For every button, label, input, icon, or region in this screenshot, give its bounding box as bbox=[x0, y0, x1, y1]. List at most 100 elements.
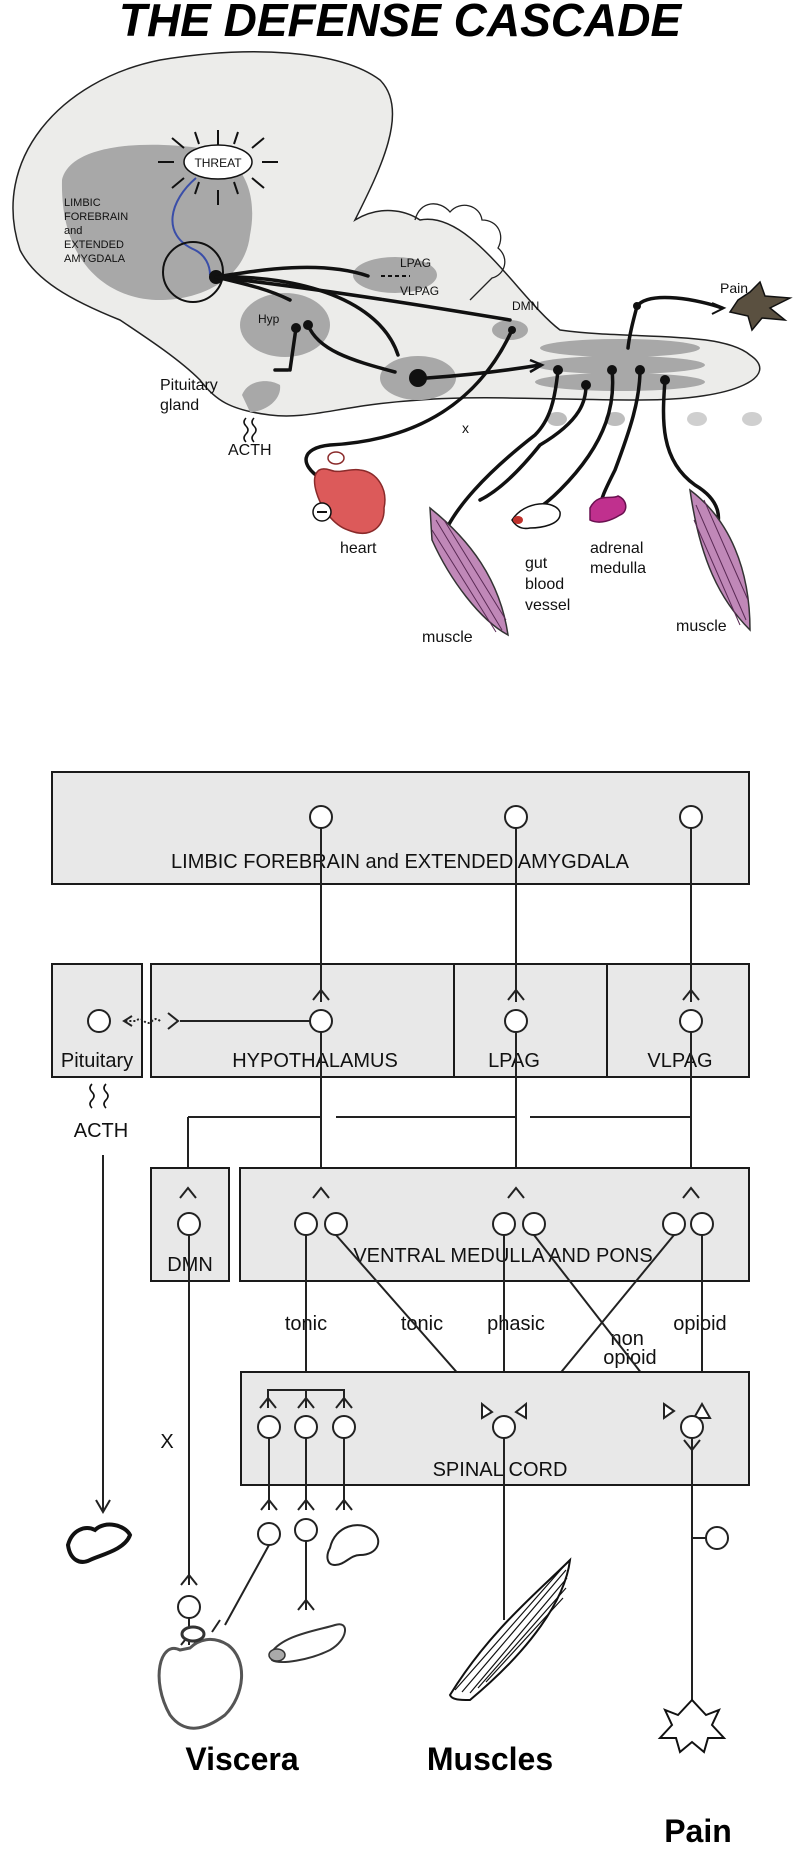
pituitary-box-label: Pituitary bbox=[61, 1050, 133, 1072]
figure-title: THE DEFENSE CASCADE bbox=[119, 0, 683, 46]
spinal-node-2 bbox=[294, 1415, 318, 1439]
amygdala-to-pag bbox=[214, 265, 370, 279]
spinal-branch-bus bbox=[259, 1389, 353, 1409]
limbic-box-label: LIMBIC FOREBRAIN and EXTENDED AMYGDALA bbox=[171, 851, 630, 873]
muscle-outline-icon bbox=[448, 1557, 572, 1702]
adrenal-icon bbox=[589, 495, 627, 523]
amygdala-to-dmn bbox=[214, 275, 512, 322]
heart-icon bbox=[313, 468, 386, 534]
spinal-node-5 bbox=[680, 1415, 704, 1439]
pituitary-region bbox=[242, 381, 281, 412]
spinal-segment-1 bbox=[540, 339, 700, 357]
limbic-node-3 bbox=[679, 805, 703, 829]
amygdala-node bbox=[162, 241, 224, 303]
pain-receptor-outline bbox=[657, 1698, 727, 1754]
heart-outline-vessel bbox=[180, 1625, 206, 1643]
vlpag-label: VLPAG bbox=[400, 284, 439, 298]
vagal-ganglion-node bbox=[177, 1595, 201, 1619]
muscle-left-label: muscle bbox=[422, 629, 473, 646]
gut-label: gut blood vessel bbox=[525, 555, 570, 614]
opioid-terminals bbox=[663, 1401, 712, 1420]
muscle-fibers bbox=[454, 1564, 568, 1694]
acth-release-squiggles bbox=[243, 417, 257, 443]
medulla-arrowhead bbox=[529, 358, 545, 374]
amygdala-to-medulla bbox=[214, 275, 400, 357]
opioid-label: opioid bbox=[673, 1313, 726, 1335]
heart-label: heart bbox=[340, 540, 377, 557]
lpag-box bbox=[453, 963, 608, 1078]
sympathetic-wire-1 bbox=[260, 1438, 278, 1511]
medulla-node-3 bbox=[492, 1212, 516, 1236]
viscera-label: Viscera bbox=[185, 1741, 299, 1777]
brain-anatomy-panel: THREAT LIMBIC FOREBRAIN and EXTENDED AMY… bbox=[12, 51, 793, 646]
limbic-node-2 bbox=[504, 805, 528, 829]
vlpag-box-label: VLPAG bbox=[647, 1050, 712, 1072]
hyp-label: Hyp bbox=[258, 312, 280, 326]
ganglion-node-1 bbox=[257, 1522, 281, 1546]
lpag-box-label: LPAG bbox=[488, 1050, 540, 1072]
sympathetic-wire-2 bbox=[297, 1438, 315, 1511]
threat-label: THREAT bbox=[194, 156, 242, 170]
spinal-node-1 bbox=[257, 1415, 281, 1439]
cerebellum-outline bbox=[414, 203, 506, 301]
pituitary-wavy-link bbox=[126, 1018, 161, 1024]
ganglion-2 bbox=[605, 412, 625, 426]
spinal-segment-2 bbox=[535, 356, 705, 374]
acth-arrow bbox=[95, 1155, 111, 1514]
dmn-node bbox=[177, 1212, 201, 1236]
schematic-panel: LIMBIC FOREBRAIN and EXTENDED AMYGDALA P… bbox=[51, 771, 750, 1849]
medulla-node-4 bbox=[522, 1212, 546, 1236]
ganglion-1 bbox=[547, 412, 567, 426]
medulla-node-5 bbox=[662, 1212, 686, 1236]
lpag-node bbox=[504, 1009, 528, 1033]
adrenal-outline-icon bbox=[65, 1522, 133, 1564]
gut-highlight bbox=[513, 516, 523, 524]
brain-outline bbox=[12, 51, 761, 417]
hyp-to-medulla bbox=[306, 323, 397, 374]
sympathetic-wire-3 bbox=[335, 1438, 353, 1511]
gut-outline-icon bbox=[268, 1623, 346, 1663]
pain-receptor-icon bbox=[728, 280, 793, 332]
limbic-to-lpag-wire bbox=[507, 828, 525, 1002]
ganglion-4 bbox=[742, 412, 762, 426]
horizontal-bus bbox=[187, 1116, 691, 1150]
pain-label-top: Pain bbox=[720, 280, 748, 296]
x-mark-top: x bbox=[462, 420, 469, 436]
acth-label: ACTH bbox=[74, 1120, 128, 1142]
phasic-label: phasic bbox=[487, 1313, 545, 1335]
x-mark-bottom: X bbox=[160, 1431, 173, 1453]
ganglion-to-gut bbox=[297, 1541, 315, 1611]
limbic-box bbox=[51, 771, 750, 885]
vlpag-node bbox=[679, 1009, 703, 1033]
muscle-left-icon bbox=[429, 506, 509, 637]
acth-label-top: ACTH bbox=[228, 442, 272, 459]
dmn-label: DMN bbox=[512, 299, 539, 313]
ganglion-node-2 bbox=[294, 1518, 318, 1542]
pain-afferent-wire bbox=[683, 1438, 701, 1705]
dmn-to-heart bbox=[304, 328, 514, 480]
dmn-vagal-wire bbox=[180, 1235, 198, 1586]
gut-icon bbox=[511, 503, 561, 530]
adrenal-label: adrenal medulla bbox=[590, 540, 648, 577]
threat-to-limbic-path bbox=[171, 177, 211, 276]
pituitary-node bbox=[87, 1009, 111, 1033]
hypothalamus-node bbox=[309, 1009, 333, 1033]
pain-label-bottom: Pain bbox=[664, 1813, 732, 1849]
limbic-to-vlpag-wire bbox=[682, 828, 700, 1002]
hyp-to-pituitary-wire bbox=[167, 1012, 310, 1030]
spinal-segment-3 bbox=[535, 373, 705, 391]
gut-outline-lumen bbox=[268, 1648, 286, 1662]
vlpag-box bbox=[606, 963, 750, 1078]
spinal-cord-label: SPINAL CORD bbox=[433, 1459, 568, 1481]
muscle-right-label: muscle bbox=[676, 618, 727, 635]
muscles-label: Muscles bbox=[427, 1741, 553, 1777]
acth-squiggles bbox=[89, 1083, 109, 1109]
adrenal-medulla-outline bbox=[326, 1524, 380, 1567]
pain-to-cord bbox=[626, 304, 639, 350]
threat-burst bbox=[158, 130, 278, 205]
drg-node bbox=[705, 1526, 729, 1550]
threat-oval bbox=[183, 144, 253, 180]
tonic-label-2: tonic bbox=[401, 1313, 443, 1335]
ganglion-to-heart bbox=[211, 1544, 270, 1633]
